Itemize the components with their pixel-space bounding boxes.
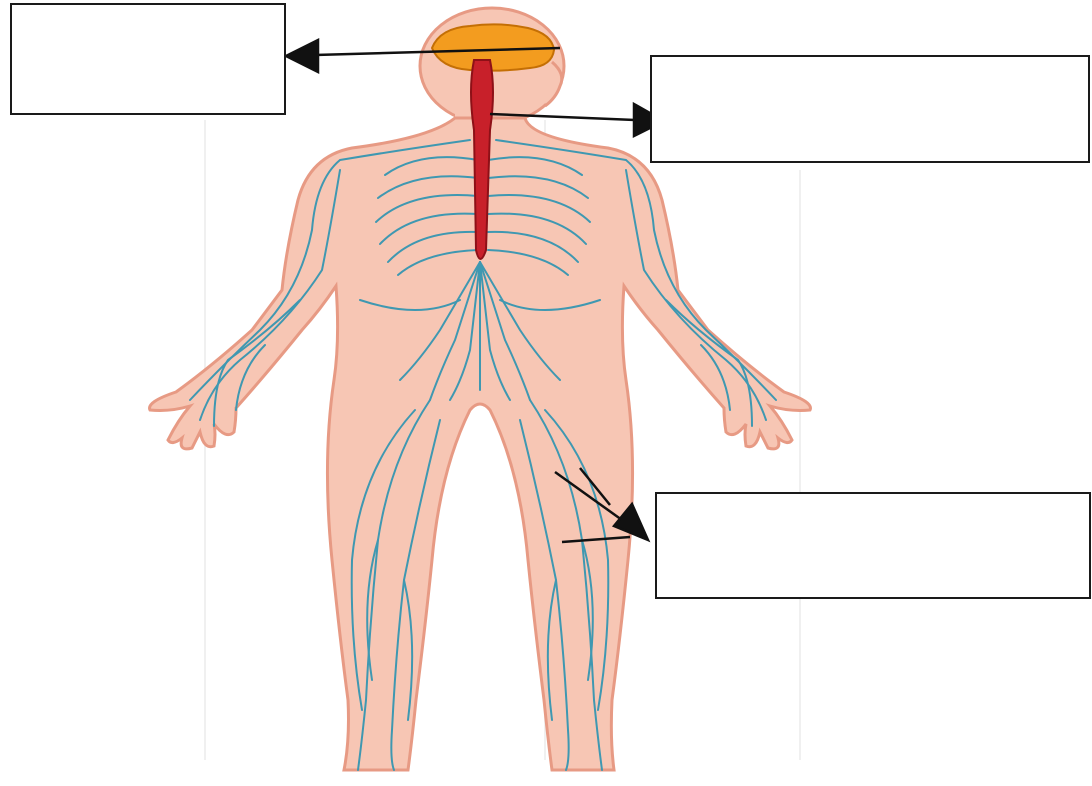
label-box-brain[interactable]: [10, 3, 286, 115]
label-box-nerves[interactable]: [655, 492, 1091, 599]
arrowhead-left: [286, 40, 318, 72]
label-box-spinal-cord[interactable]: [650, 55, 1090, 163]
